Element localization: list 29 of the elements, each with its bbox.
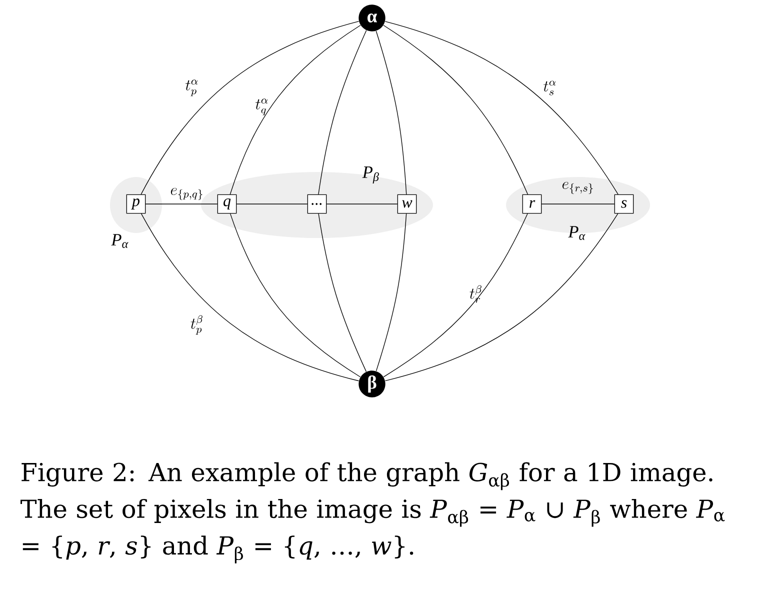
pixel-box: r	[522, 194, 542, 214]
edge-label: $t_p^\alpha$	[186, 80, 198, 96]
edge	[318, 213, 367, 372]
edge-label: $t_r^\beta$	[470, 285, 482, 303]
pixel-box: ...	[307, 194, 327, 214]
edge-label: $e_{\{r,s\}}$	[562, 182, 593, 194]
edge	[384, 213, 618, 382]
region-label: P$_{α}$	[111, 234, 128, 248]
pixel-box: w	[397, 194, 417, 214]
pixel-box: p	[126, 194, 146, 214]
pixel-box: q	[217, 194, 237, 214]
region-label: P$_{β}$	[362, 166, 379, 184]
edge-label: $t_p^\beta$	[190, 315, 202, 335]
edge	[140, 21, 360, 195]
edge	[376, 213, 407, 372]
edge	[318, 30, 367, 195]
edge	[230, 24, 361, 195]
edge	[383, 24, 528, 195]
edge	[140, 213, 360, 382]
region-label: P$_{α}$	[568, 226, 586, 240]
edge	[384, 21, 618, 195]
caption: Figure 2: An example of the graph G$_{αβ}$ for a 1D image. The set of pixels in the image is P$_{αβ}$ = P$_{α}$ ∪ P$_{β}$ where P$_{α}$ = {p, r, s} and P$_{β}$ = {q, …, w}.	[20, 462, 725, 564]
edge-label: $t_q^\alpha$	[256, 98, 268, 116]
edge-label: $t_s^\alpha$	[544, 80, 556, 96]
pixel-box: s	[614, 194, 634, 214]
edge	[376, 30, 407, 195]
edge-label: $e_{\{p,q\}}$	[170, 188, 202, 200]
edge	[383, 213, 528, 378]
edge	[230, 213, 361, 378]
